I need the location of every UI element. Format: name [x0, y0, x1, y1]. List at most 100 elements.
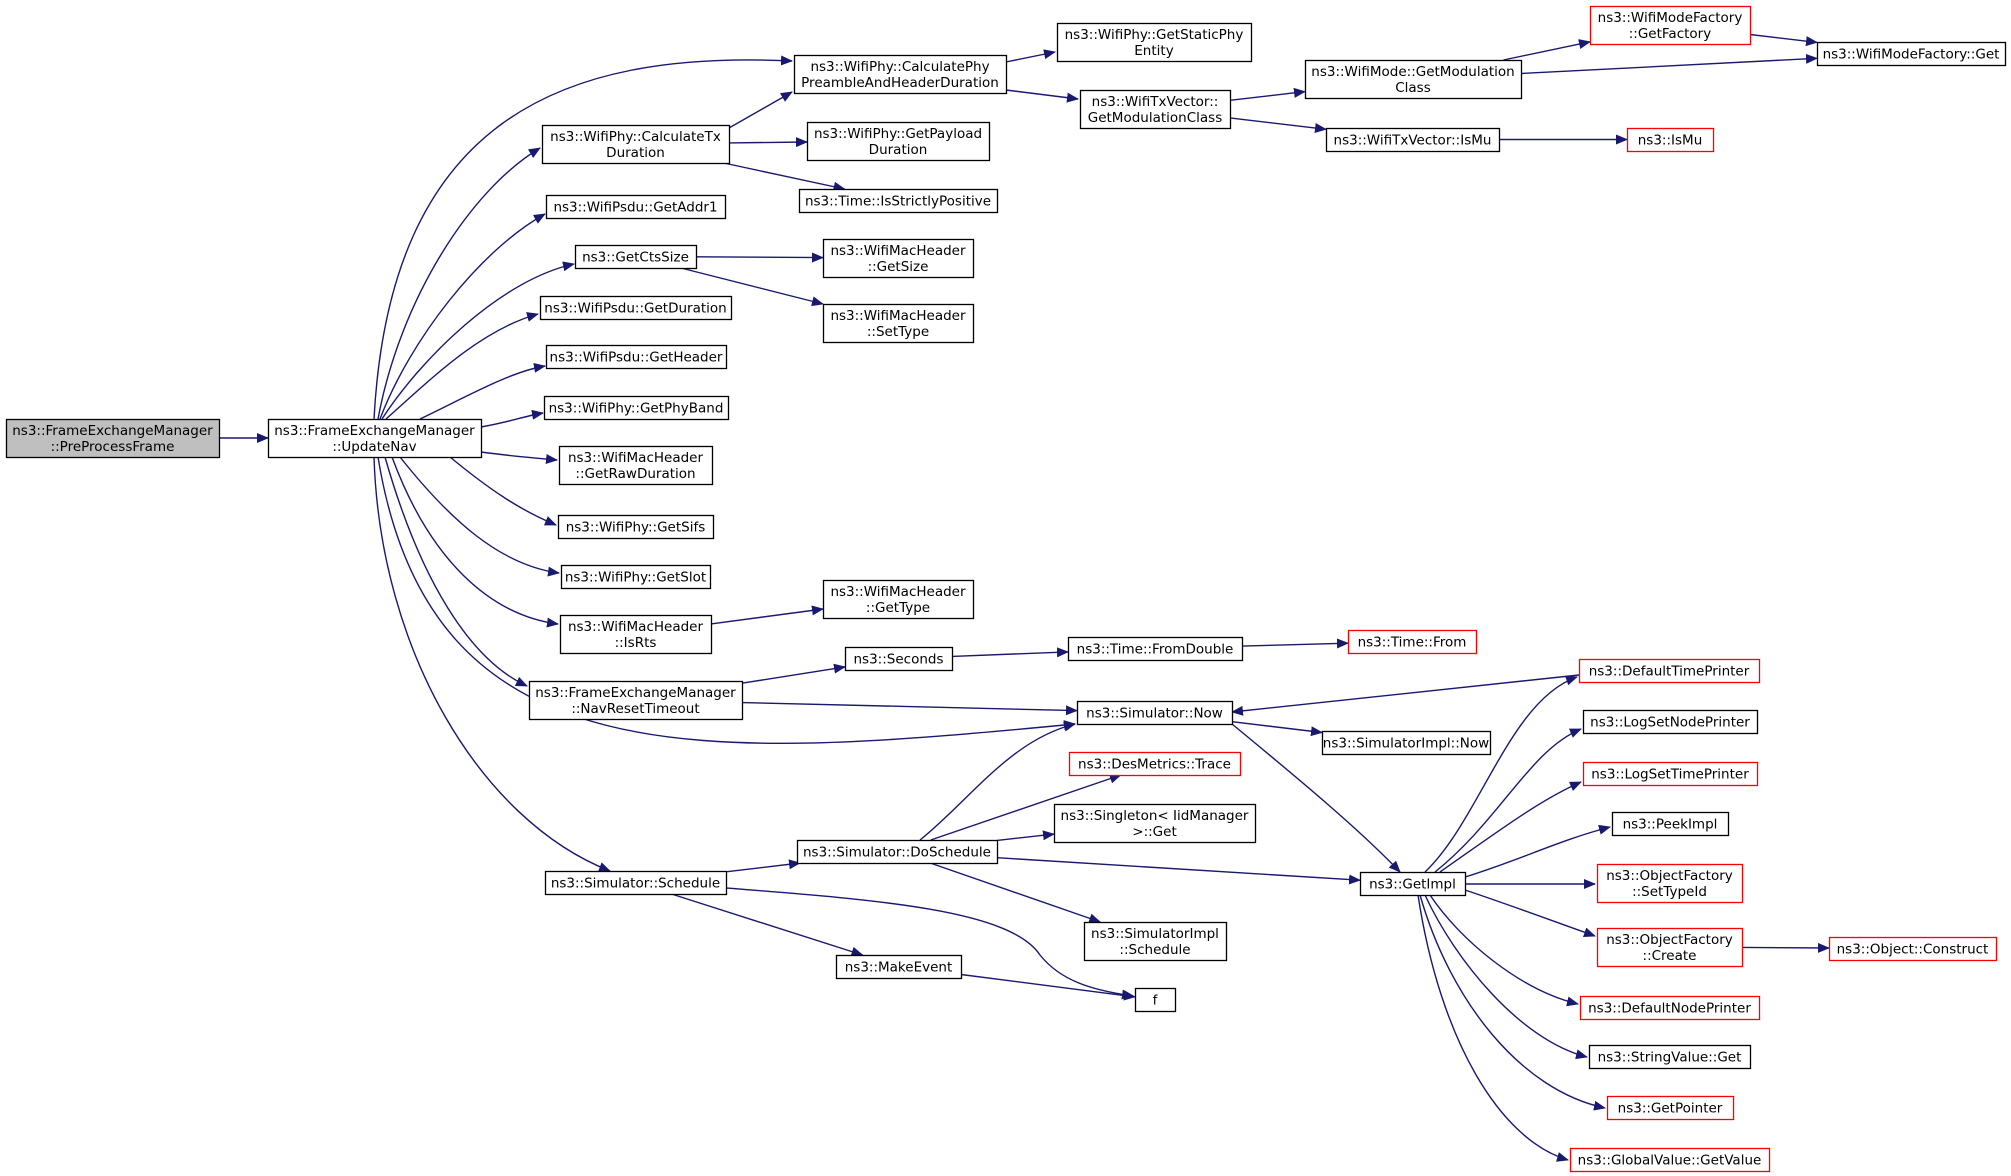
node-box	[1816, 41, 2007, 67]
node-defaultnodeprinter[interactable]: ns3::DefaultNodePrinter	[1579, 995, 1761, 1021]
node-label-line: ns3::SimulatorImpl::Now	[1323, 736, 1489, 752]
node-box	[1606, 1095, 1735, 1121]
node-label-line: ns3::WifiPhy::GetPhyBand	[549, 401, 724, 417]
node-wmhgettype[interactable]: ns3::WifiMacHeader::GetType	[822, 579, 975, 620]
node-box	[1596, 863, 1744, 904]
node-ismu[interactable]: ns3::IsMu	[1626, 127, 1715, 153]
node-objconstruct[interactable]: ns3::Object::Construct	[1828, 936, 1998, 962]
node-label-line: ::GetRawDuration	[575, 466, 695, 482]
node-label-line: ns3::LogSetTimePrinter	[1591, 767, 1749, 783]
node-label-line: ns3::Time::FromDouble	[1077, 642, 1234, 658]
node-label-line: ns3::WifiMode::GetModulation	[1311, 64, 1514, 80]
node-box	[793, 54, 1008, 95]
edge-simnow-to-simimplnow	[1231, 721, 1323, 737]
node-ctssize[interactable]: ns3::GetCtsSize	[574, 244, 698, 270]
node-label-line: ::GetFactory	[1629, 26, 1711, 42]
node-fromdouble[interactable]: ns3::Time::FromDouble	[1067, 636, 1244, 662]
node-txvec[interactable]: ns3::WifiTxVector::GetModulationClass	[1079, 89, 1232, 130]
node-doschedule[interactable]: ns3::Simulator::DoSchedule	[796, 839, 999, 865]
node-seconds[interactable]: ns3::Seconds	[844, 646, 954, 672]
node-box	[1582, 761, 1759, 787]
node-makeevent[interactable]: ns3::MakeEvent	[835, 954, 963, 980]
node-box	[1589, 5, 1752, 46]
node-label-line: ns3::WifiPhy::GetSlot	[565, 570, 706, 586]
node-box	[822, 579, 975, 620]
edge-updatenav-to-phyband	[480, 409, 544, 428]
node-modefactoryget[interactable]: ns3::WifiModeFactory::Get	[1816, 41, 2007, 67]
node-preprocess[interactable]: ns3::FrameExchangeManager::PreProcessFra…	[5, 418, 221, 459]
node-box	[1828, 936, 1998, 962]
edge-getimpl-to-defaulttimeprinter	[1424, 675, 1578, 873]
node-label-line: ns3::SimulatorImpl	[1091, 926, 1219, 942]
node-label-line: ns3::ObjectFactory	[1606, 868, 1733, 884]
node-globalvalueget[interactable]: ns3::GlobalValue::GetValue	[1569, 1147, 1771, 1173]
node-updatenav[interactable]: ns3::FrameExchangeManager::UpdateNav	[267, 418, 483, 459]
node-logsettime[interactable]: ns3::LogSetTimePrinter	[1582, 761, 1759, 787]
node-getpointer[interactable]: ns3::GetPointer	[1606, 1095, 1735, 1121]
node-box	[541, 124, 731, 165]
node-label-line: ns3::DefaultTimePrinter	[1589, 664, 1750, 680]
node-defaulttimeprinter[interactable]: ns3::DefaultTimePrinter	[1578, 658, 1761, 684]
edge-simnow-to-getimpl	[1231, 723, 1401, 873]
node-label-line: ns3::WifiPhy::GetStaticPhy	[1065, 27, 1244, 43]
node-label-line: ns3::WifiMacHeader	[830, 308, 966, 324]
node-ofsettypeid[interactable]: ns3::ObjectFactory::SetTypeId	[1596, 863, 1744, 904]
node-ofcreate[interactable]: ns3::ObjectFactory::Create	[1596, 927, 1744, 968]
node-addr1[interactable]: ns3::WifiPsdu::GetAddr1	[545, 194, 727, 220]
node-timefrom[interactable]: ns3::Time::From	[1347, 629, 1478, 655]
node-psduhdr[interactable]: ns3::WifiPsdu::GetHeader	[545, 344, 728, 370]
node-label-line: ::GetType	[866, 600, 930, 616]
node-box	[1611, 811, 1730, 837]
node-label-line: ::NavResetTimeout	[571, 701, 699, 717]
edge-updatenav-to-navreset	[384, 456, 528, 687]
node-navreset[interactable]: ns3::FrameExchangeManager::NavResetTimeo…	[528, 680, 744, 721]
node-modemod[interactable]: ns3::WifiMode::GetModulationClass	[1304, 59, 1523, 100]
node-txvecismu[interactable]: ns3::WifiTxVector::IsMu	[1325, 127, 1501, 153]
node-label-line: ns3::ObjectFactory	[1606, 932, 1733, 948]
edge-doschedule-to-simimplsched	[929, 862, 1102, 924]
node-label-line: ns3::WifiPhy::GetPayload	[814, 126, 982, 142]
edge-schedule-to-makeevent	[671, 893, 864, 957]
node-f[interactable]: f	[1134, 987, 1177, 1013]
node-simimplnow[interactable]: ns3::SimulatorImpl::Now	[1321, 730, 1492, 756]
node-wmhsettype[interactable]: ns3::WifiMacHeader::SetType	[822, 303, 975, 344]
node-label-line: Entity	[1134, 43, 1173, 59]
node-modefactory[interactable]: ns3::WifiModeFactory::GetFactory	[1589, 5, 1752, 46]
node-desmetrics[interactable]: ns3::DesMetrics::Trace	[1068, 751, 1242, 777]
node-isrts[interactable]: ns3::WifiMacHeader::IsRts	[559, 614, 713, 655]
edge-txvec-to-modemod	[1229, 87, 1306, 101]
node-phyband[interactable]: ns3::WifiPhy::GetPhyBand	[543, 395, 730, 421]
node-sifs[interactable]: ns3::WifiPhy::GetSifs	[557, 514, 715, 540]
node-psdudur[interactable]: ns3::WifiPsdu::GetDuration	[539, 295, 733, 321]
edge-getimpl-to-logsettime	[1439, 781, 1582, 873]
node-label-line: ns3::MakeEvent	[845, 960, 953, 976]
node-simnow[interactable]: ns3::Simulator::Now	[1076, 700, 1234, 726]
node-strictpos[interactable]: ns3::Time::IsStrictlyPositive	[798, 188, 999, 214]
node-label-line: ns3::WifiModeFactory	[1598, 10, 1743, 26]
edge-updatenav-to-calctx	[377, 147, 541, 420]
edge-doschedule-to-simnow	[919, 721, 1076, 841]
node-label-line: ::UpdateNav	[332, 439, 416, 455]
node-peekimpl[interactable]: ns3::PeekImpl	[1611, 811, 1730, 837]
node-calcphy[interactable]: ns3::WifiPhy::CalculatePhyPreambleAndHea…	[793, 54, 1008, 95]
edge-defaulttimeprinter-to-simnow	[1231, 674, 1580, 716]
node-label-line: ns3::StringValue::Get	[1598, 1050, 1742, 1066]
edge-navreset-to-simnow	[741, 701, 1078, 716]
node-box	[796, 839, 999, 865]
node-slot[interactable]: ns3::WifiPhy::GetSlot	[560, 564, 712, 590]
node-singleton[interactable]: ns3::Singleton< IidManager >::Get	[1053, 803, 1257, 844]
node-logsetnode[interactable]: ns3::LogSetNodePrinter	[1582, 709, 1759, 735]
node-label-line: Duration	[869, 142, 928, 158]
node-wmhsize[interactable]: ns3::WifiMacHeader::GetSize	[822, 238, 975, 279]
edge-modemod-to-modefactoryget	[1520, 53, 1818, 75]
node-label-line: f	[1153, 993, 1159, 1009]
node-getimpl[interactable]: ns3::GetImpl	[1359, 871, 1467, 897]
node-schedule[interactable]: ns3::Simulator::Schedule	[544, 870, 728, 896]
node-simimplsched[interactable]: ns3::SimulatorImpl::Schedule	[1083, 921, 1228, 962]
node-rawdur[interactable]: ns3::WifiMacHeader::GetRawDuration	[558, 445, 714, 486]
node-box	[543, 395, 730, 421]
node-stringvalueget[interactable]: ns3::StringValue::Get	[1588, 1044, 1752, 1070]
